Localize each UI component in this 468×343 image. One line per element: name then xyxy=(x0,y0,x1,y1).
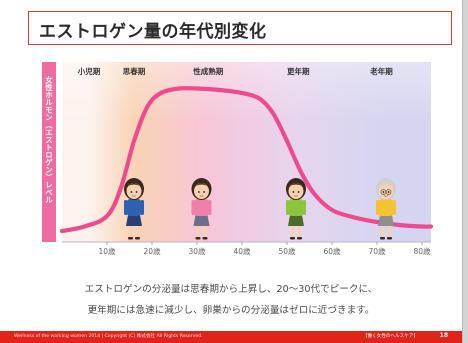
estrogen-chart: 女性ホルモン（エストロゲン）レベル 小児期 思春期 性成熟期 更年期 老年期 10歳 20… xyxy=(42,62,434,256)
person-leg-left xyxy=(196,225,200,239)
person-face xyxy=(378,183,394,199)
person-leg-left xyxy=(291,225,295,239)
description-line-1: エストロゲンの分泌量は思春期から上昇し、20～30代でピークに、 xyxy=(84,284,378,295)
person-leg-left xyxy=(129,225,133,239)
person-eye-right xyxy=(297,191,300,193)
phase-label-1: 思春期 xyxy=(123,66,146,76)
person-shoe-right xyxy=(297,237,302,240)
person-arm-left xyxy=(124,200,128,215)
person-skirt xyxy=(378,215,394,226)
person-arm-right xyxy=(140,200,144,215)
x-tick-label-0: 10歳 xyxy=(98,246,116,256)
phase-background xyxy=(62,62,431,242)
slide-title: エストロゲン量の年代別変化 xyxy=(39,22,267,42)
person-bangs xyxy=(126,183,142,189)
person-torso xyxy=(379,199,393,216)
person-figure-4 xyxy=(376,178,396,240)
footer-section: 【働く女性のヘルスケア】 xyxy=(362,334,418,339)
person-mouth xyxy=(131,195,137,197)
phase-label-3: 更年期 xyxy=(287,66,310,76)
person-face xyxy=(126,183,142,199)
person-arm-right xyxy=(208,200,212,215)
person-bangs xyxy=(193,183,210,189)
person-eye-left xyxy=(382,191,385,193)
estrogen-curve xyxy=(59,86,434,234)
person-leg-right xyxy=(297,225,301,239)
person-torso xyxy=(289,199,303,216)
person-shoe-left xyxy=(380,237,385,240)
person-glasses-left xyxy=(380,189,387,195)
person-leg-right xyxy=(203,225,207,239)
person-figure-2 xyxy=(191,178,212,240)
person-glasses-right xyxy=(385,189,392,195)
person-eye-left xyxy=(130,191,133,193)
y-axis: 女性ホルモン（エストロゲン）レベル xyxy=(42,62,56,242)
person-shoe-right xyxy=(202,237,208,240)
person-arm-left xyxy=(191,200,195,215)
x-tick-label-3: 40歳 xyxy=(233,246,251,256)
person-arm-right xyxy=(392,200,396,215)
person-eye-left xyxy=(198,191,200,193)
person-arm-left xyxy=(376,200,380,215)
x-axis: 10歳 20歳 30歳 40歳 50歳 60歳 70歳 80歳 xyxy=(62,241,431,256)
person-eye-left xyxy=(292,191,295,193)
person-torso xyxy=(194,199,209,216)
person-mouth xyxy=(293,195,299,197)
title-box: エストロゲン量の年代別変化 xyxy=(28,11,452,45)
y-axis-bar xyxy=(42,62,56,242)
estrogen-curve-group xyxy=(59,86,434,234)
person-arm-right xyxy=(302,200,306,215)
person-leg-left xyxy=(381,225,385,239)
person-eye-right xyxy=(203,191,206,193)
person-leg-right xyxy=(135,225,139,239)
y-axis-arrow-icon xyxy=(43,62,55,69)
x-tick-label-1: 20歳 xyxy=(143,246,161,256)
person-skirt xyxy=(126,215,142,226)
x-tick-label-7: 80歳 xyxy=(413,246,431,256)
person-shoe-right xyxy=(387,237,392,240)
person-eye-right xyxy=(135,191,138,193)
person-shoe-right xyxy=(135,237,140,240)
person-figure-3 xyxy=(286,178,306,240)
person-skirt xyxy=(193,215,210,226)
person-mouth xyxy=(383,195,389,197)
person-mouth xyxy=(199,195,204,197)
person-face xyxy=(194,183,209,199)
footer-bar: Wellness of the working women 2014 | Cop… xyxy=(0,331,462,343)
x-tick-label-5: 60歳 xyxy=(323,246,341,256)
person-torso xyxy=(127,199,141,216)
description-line-2: 更年期には急速に減少し、卵巣からの分泌量はゼロに近づきます。 xyxy=(87,305,375,316)
person-arm-left xyxy=(286,200,290,215)
person-leg-right xyxy=(387,225,391,239)
x-tick-label-4: 50歳 xyxy=(278,246,296,256)
person-shoe-left xyxy=(128,237,133,240)
person-eye-right xyxy=(387,191,390,193)
person-shoe-left xyxy=(290,237,295,240)
figures xyxy=(124,178,396,240)
phase-label-0: 小児期 xyxy=(78,66,101,76)
person-shoe-left xyxy=(195,237,201,240)
y-axis-label: 女性ホルモン（エストロゲン）レベル xyxy=(44,75,53,204)
person-bangs xyxy=(378,183,394,189)
person-face xyxy=(288,183,304,199)
page-number: 18 xyxy=(439,332,448,339)
x-tick-label-2: 30歳 xyxy=(188,246,206,256)
person-bangs xyxy=(288,183,304,189)
person-skirt xyxy=(288,215,304,226)
phase-labels: 小児期 思春期 性成熟期 更年期 老年期 xyxy=(78,66,393,76)
person-figure-1 xyxy=(124,178,144,240)
x-tick-label-6: 70歳 xyxy=(368,246,386,256)
phase-label-4: 老年期 xyxy=(369,66,393,76)
footer-copyright: Wellness of the working women 2014 | Cop… xyxy=(14,334,203,339)
phase-label-2: 性成熟期 xyxy=(193,66,223,76)
